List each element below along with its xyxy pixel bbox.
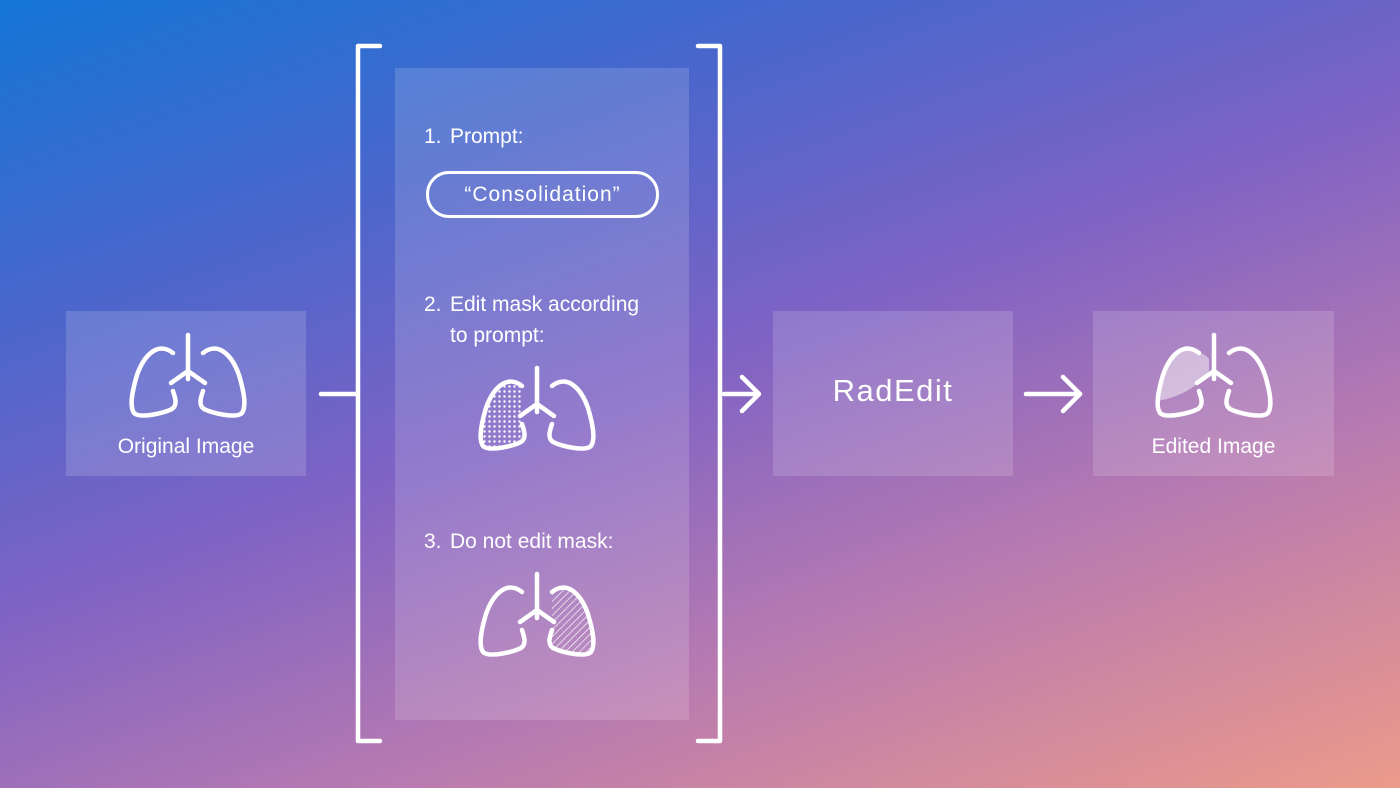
step-text-continued: to prompt: <box>450 324 545 347</box>
arrow-to-radedit <box>721 374 762 414</box>
edited-image-panel: Edited Image <box>1093 311 1334 476</box>
original-image-label: Original Image <box>117 435 255 458</box>
step-do-not-edit: 3. Do not edit mask: <box>424 526 613 557</box>
lungs-hatched-right-icon <box>478 571 596 657</box>
right-bracket <box>695 43 723 744</box>
step-text: Edit mask according <box>450 293 640 316</box>
original-image-panel: Original Image <box>66 311 306 476</box>
left-bracket <box>355 43 383 744</box>
edited-image-label: Edited Image <box>1151 435 1276 458</box>
lungs-dotted-left-icon <box>478 365 596 451</box>
lungs-icon <box>129 332 247 418</box>
arrow-to-edited <box>1023 374 1083 414</box>
step-text: Do not edit mask: <box>450 530 614 553</box>
prompt-pill: “Consolidation” <box>426 171 659 218</box>
step-edit-mask: 2. Edit mask according to prompt: <box>424 289 639 351</box>
step-number: 2. <box>424 293 442 316</box>
radedit-model-panel: RadEdit <box>773 311 1013 476</box>
step-prompt: 1. Prompt: <box>424 121 524 152</box>
step-number: 1. <box>424 125 442 148</box>
step-text: Prompt: <box>450 125 524 148</box>
radedit-label: RadEdit <box>832 373 954 408</box>
step-number: 3. <box>424 530 442 553</box>
lungs-highlighted-icon <box>1155 332 1273 418</box>
